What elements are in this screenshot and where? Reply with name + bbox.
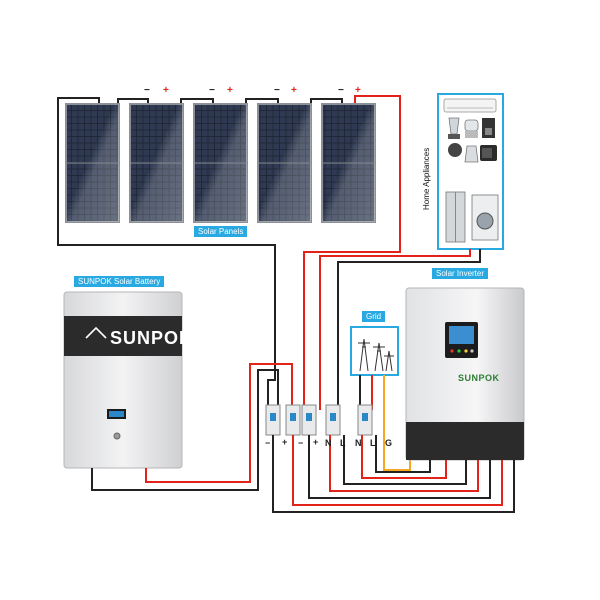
terminal-3: −: [298, 438, 304, 448]
terminal-5: N: [325, 438, 332, 448]
panel-2-plus: +: [163, 85, 169, 96]
terminal-7: N: [355, 438, 362, 448]
appliances-panel: [437, 93, 504, 250]
terminal-4: +: [313, 437, 319, 447]
panel-3-plus: +: [227, 85, 233, 96]
inverter-label: Solar Inverter: [432, 268, 489, 279]
coffee-maker-icon: [482, 118, 495, 138]
terminal-9: G: [385, 438, 393, 448]
panel-4-plus: +: [291, 85, 297, 96]
food-processor-icon: [464, 119, 479, 138]
grid-panel: [350, 326, 399, 376]
kettle-icon: [464, 145, 479, 163]
grid-label: Grid: [362, 311, 386, 322]
panel-4-minus: −: [274, 85, 280, 96]
home-appliances-label: Home Appliances: [422, 147, 431, 210]
blender-icon: [448, 117, 460, 139]
panel-array-wiring: [57, 95, 401, 410]
panel-5-minus: −: [338, 85, 344, 96]
terminal-1: −: [265, 438, 271, 448]
air-conditioner-icon: [443, 98, 497, 113]
panel-3-minus: −: [209, 85, 215, 96]
battery-label: SUNPOK Solar Battery: [74, 276, 165, 287]
inverter-unit: [405, 287, 525, 461]
microwave-icon: [480, 145, 497, 161]
refrigerator-icon: [445, 191, 466, 243]
terminal-2: +: [282, 437, 288, 447]
terminal-6: L: [340, 438, 346, 448]
rice-cooker-icon: [448, 143, 462, 157]
panel-2-minus: −: [144, 85, 150, 96]
panel-5-plus: +: [355, 85, 361, 96]
inverter-logo: SUNPOK: [458, 373, 500, 383]
house-logo-icon: [85, 326, 107, 339]
transmission-tower-icon: [358, 338, 394, 372]
battery-unit: [63, 291, 183, 469]
solar-panels-label: Solar Panels: [194, 226, 248, 237]
solar-panel-icon: [65, 103, 376, 223]
washing-machine-icon: [471, 194, 499, 241]
circuit-breaker-icon: [265, 404, 373, 436]
terminal-8: L: [370, 438, 376, 448]
battery-logo: SUNPOK: [110, 328, 194, 348]
